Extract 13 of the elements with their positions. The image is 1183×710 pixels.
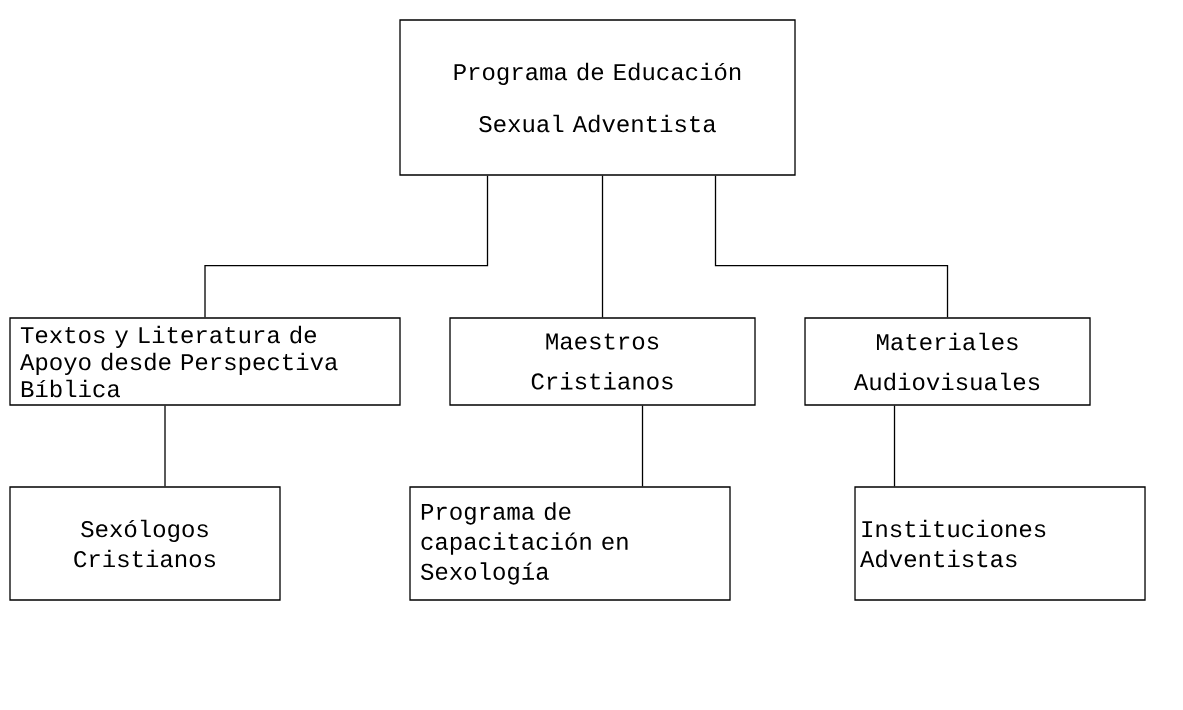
connector-line <box>641 405 644 487</box>
org-box: Textos y Literatura de Apoyo desde Perspectiva Bíblica <box>9 317 401 406</box>
org-box: Sexólogos Cristianos <box>9 486 281 601</box>
connector-line <box>893 405 896 487</box>
connector-line <box>714 175 949 318</box>
org-box: Programa de capacitación en Sexología <box>409 486 731 601</box>
connector-line <box>204 175 489 318</box>
org-box: Instituciones Adventistas <box>854 486 1146 601</box>
connector-line <box>601 175 604 318</box>
org-box: Maestros Cristianos <box>449 317 756 406</box>
org-box: Programa de Educación Sexual Adventista <box>399 19 796 176</box>
connector-line <box>164 405 166 487</box>
org-box: Materiales Audiovisuales <box>804 317 1091 406</box>
